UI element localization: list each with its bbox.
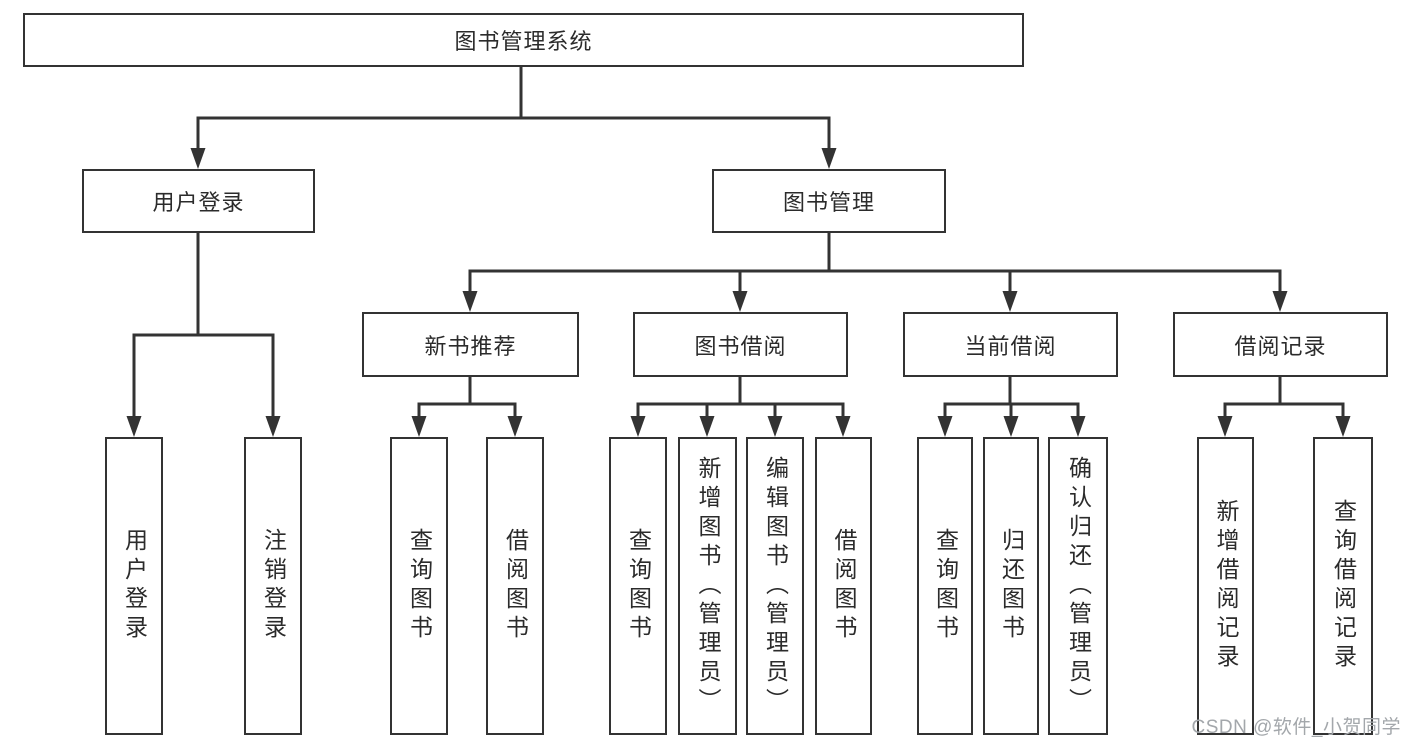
arrow-down-icon	[630, 416, 646, 437]
node-borrowing-records-label: 借阅记录	[1234, 333, 1327, 359]
leaf-logout-label: 注销登录	[260, 528, 287, 644]
node-book-management: 图书管理	[712, 169, 946, 233]
leaf-logout: 注销登录	[244, 437, 302, 735]
node-root: 图书管理系统	[23, 13, 1024, 67]
node-book-borrowing-label: 图书借阅	[694, 333, 787, 359]
node-current-borrowing-label: 当前借阅	[964, 333, 1057, 359]
connector-records-to-leaves	[1223, 375, 1345, 420]
arrow-down-icon	[265, 416, 281, 437]
node-borrowing-records: 借阅记录	[1173, 312, 1388, 377]
arrow-down-icon	[767, 416, 783, 437]
leaf-bb-query-books-label: 查询图书	[625, 528, 652, 644]
connector-root-to-level2	[196, 65, 831, 152]
node-user-login-label: 用户登录	[152, 190, 245, 215]
leaf-nb-query-books-label: 查询图书	[406, 528, 433, 644]
arrow-down-icon	[1070, 416, 1086, 437]
leaf-nb-query-books: 查询图书	[390, 437, 448, 735]
leaf-bb-edit-books-admin: 编辑图书（管理员）	[746, 437, 804, 735]
leaf-user-login-label: 用户登录	[121, 528, 148, 644]
arrow-down-icon	[937, 416, 953, 437]
arrow-down-icon	[411, 416, 427, 437]
leaf-nb-borrow-books-label: 借阅图书	[502, 528, 529, 644]
node-book-borrowing: 图书借阅	[633, 312, 848, 377]
leaf-cb-confirm-return-admin: 确认归还（管理员）	[1048, 437, 1108, 735]
arrow-down-icon	[1272, 291, 1288, 312]
arrow-down-icon	[835, 416, 851, 437]
leaf-user-login: 用户登录	[105, 437, 163, 735]
node-root-label: 图书管理系统	[454, 29, 593, 54]
leaf-br-query-record-label: 查询借阅记录	[1330, 499, 1357, 673]
watermark: CSDN @软件_小贺同学	[1191, 717, 1401, 738]
leaf-bb-borrow-books-label: 借阅图书	[831, 528, 857, 644]
arrow-down-icon	[1003, 416, 1019, 437]
arrow-down-icon	[1217, 416, 1233, 437]
leaf-br-query-record: 查询借阅记录	[1313, 437, 1373, 735]
leaf-bb-add-books-admin: 新增图书（管理员）	[678, 437, 737, 735]
connector-newbook-to-leaves	[417, 375, 517, 420]
connector-current-to-leaves	[943, 375, 1080, 420]
leaf-cb-return-books-label: 归还图书	[998, 528, 1025, 644]
arrow-down-icon	[1335, 416, 1351, 437]
arrow-down-icon	[732, 291, 748, 312]
node-current-borrowing: 当前借阅	[903, 312, 1118, 377]
node-book-management-label: 图书管理	[782, 190, 875, 215]
leaf-cb-query-books-label: 查询图书	[932, 528, 959, 644]
leaf-cb-query-books: 查询图书	[917, 437, 973, 735]
leaf-br-add-record: 新增借阅记录	[1197, 437, 1254, 735]
arrowheads	[126, 148, 1351, 437]
leaf-cb-confirm-return-admin-label: 确认归还（管理员）	[1065, 455, 1092, 717]
leaf-br-add-record-label: 新增借阅记录	[1213, 499, 1239, 673]
node-new-book-recommend-label: 新书推荐	[424, 333, 517, 359]
arrow-down-icon	[190, 148, 206, 169]
connector-mgmt-to-level3	[468, 231, 1282, 295]
node-user-login: 用户登录	[82, 169, 315, 233]
arrow-down-icon	[699, 416, 715, 437]
leaf-bb-add-books-admin-label: 新增图书（管理员）	[695, 455, 721, 717]
arrow-down-icon	[462, 291, 478, 312]
connector-borrow-to-leaves	[636, 375, 845, 420]
arrow-down-icon	[1002, 291, 1018, 312]
arrow-down-icon	[821, 148, 837, 169]
arrow-down-icon	[126, 416, 142, 437]
leaf-bb-query-books: 查询图书	[609, 437, 667, 735]
leaf-cb-return-books: 归还图书	[983, 437, 1039, 735]
connector-login-to-leaves	[132, 231, 275, 420]
leaf-nb-borrow-books: 借阅图书	[486, 437, 544, 735]
node-new-book-recommend: 新书推荐	[362, 312, 579, 377]
leaf-bb-edit-books-admin-label: 编辑图书（管理员）	[762, 455, 789, 717]
arrow-down-icon	[507, 416, 523, 437]
leaf-bb-borrow-books: 借阅图书	[815, 437, 872, 735]
